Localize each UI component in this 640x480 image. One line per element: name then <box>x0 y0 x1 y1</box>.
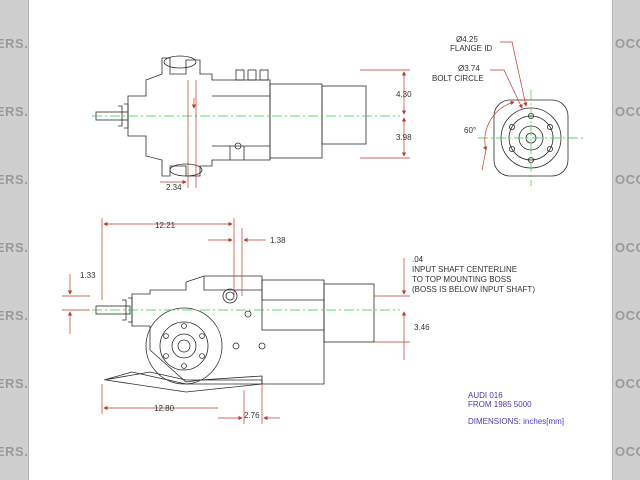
flange-bolt <box>547 145 554 152</box>
mount-hole <box>232 342 240 350</box>
note-line-2: TO TOP MOUNTING BOSS <box>412 275 511 284</box>
watermark-text: DERS.C <box>0 240 29 255</box>
dim-boss-below: .04 <box>412 255 424 264</box>
note-line-1: INPUT SHAFT CENTERLINE <box>412 265 517 274</box>
title-line-3: DIMENSIONS: inches[mm] <box>468 417 564 426</box>
bolt-circle-label: BOLT CIRCLE <box>432 74 484 83</box>
diff-cover-inner <box>171 333 197 359</box>
housing-detail <box>212 95 270 160</box>
main-housing <box>269 83 323 159</box>
dim-shaft-height: 1.33 <box>80 271 96 280</box>
mount-hole <box>258 342 266 350</box>
watermark-text: OCOST <box>615 376 640 391</box>
diff-bolt <box>199 333 205 339</box>
output-flange <box>321 85 367 145</box>
flange-label: FLANGE ID <box>450 44 492 53</box>
dim-flange-height: 3.46 <box>414 323 430 332</box>
transmission-case-top <box>127 57 271 177</box>
bottom-mount-pad <box>169 163 203 177</box>
dim-boss-offset: 1.38 <box>270 236 286 245</box>
dim-offset: 2.34 <box>166 183 182 192</box>
mount-hole <box>244 310 252 318</box>
housing-step <box>203 276 262 291</box>
boss <box>259 69 269 81</box>
watermark-text: DERS.C <box>0 104 29 119</box>
angle-label: 60° <box>464 126 476 135</box>
flange-dimensions <box>481 41 528 171</box>
skid-outline <box>105 379 263 393</box>
diff-bolt <box>163 333 169 339</box>
note-line-3: (BOSS IS BELOW INPUT SHAFT) <box>412 285 535 294</box>
title-line-2: FROM 1985 5000 <box>468 400 532 409</box>
watermark-text: OCOST <box>615 36 640 51</box>
diff-cover-mid <box>159 321 209 371</box>
watermark-text: DERS.C <box>0 376 29 391</box>
flange-bolt <box>547 124 554 131</box>
diff-bolt <box>181 323 187 329</box>
watermark-text: OCOST <box>615 104 640 119</box>
bottom-skid <box>103 371 263 385</box>
dim-height-upper: 4.30 <box>396 90 412 99</box>
dim-overall-upper: 12.21 <box>155 221 176 230</box>
watermark-text: OCOST <box>615 172 640 187</box>
top-mounting-boss <box>222 288 238 304</box>
top-view-dimensions <box>160 69 410 188</box>
watermark-text: OCOST <box>615 308 640 323</box>
side-view <box>95 275 375 393</box>
watermark-text: DERS.C <box>0 172 29 187</box>
boss <box>247 69 257 81</box>
top-mounting-boss-hole <box>225 291 235 301</box>
side-output-flange <box>323 283 375 343</box>
side-view-dimensions <box>62 218 410 424</box>
dim-height-lower: 3.98 <box>396 133 412 142</box>
watermark-text: OCOST <box>615 444 640 459</box>
diff-bolt <box>163 353 169 359</box>
title-line-1: AUDI 016 <box>468 391 503 400</box>
diff-cover-outer <box>145 307 223 385</box>
right-watermark-strip: OCOST OCOST OCOST OCOST OCOST OCOST OCOS… <box>612 0 640 480</box>
boss <box>235 69 245 81</box>
bolt-hole <box>234 142 242 150</box>
flange-dia: Ø4.25 <box>456 35 478 44</box>
watermark-text: OCOST <box>615 240 640 255</box>
bolt-circle-dia: Ø3.74 <box>458 64 480 73</box>
top-mount-pad <box>163 55 197 69</box>
side-main-housing <box>261 279 325 331</box>
diff-bolt <box>181 363 187 369</box>
diff-bolt <box>199 353 205 359</box>
diff-cover-hub <box>177 339 191 353</box>
dim-bottom-offset: 2.76 <box>244 411 260 420</box>
watermark-text: DERS.C <box>0 444 29 459</box>
watermark-text: DERS.C <box>0 36 29 51</box>
dim-overall-lower: 12.80 <box>154 404 175 413</box>
left-watermark-strip: DERS.C DERS.C DERS.C DERS.C DERS.C DERS.… <box>0 0 29 480</box>
watermark-text: DERS.C <box>0 308 29 323</box>
